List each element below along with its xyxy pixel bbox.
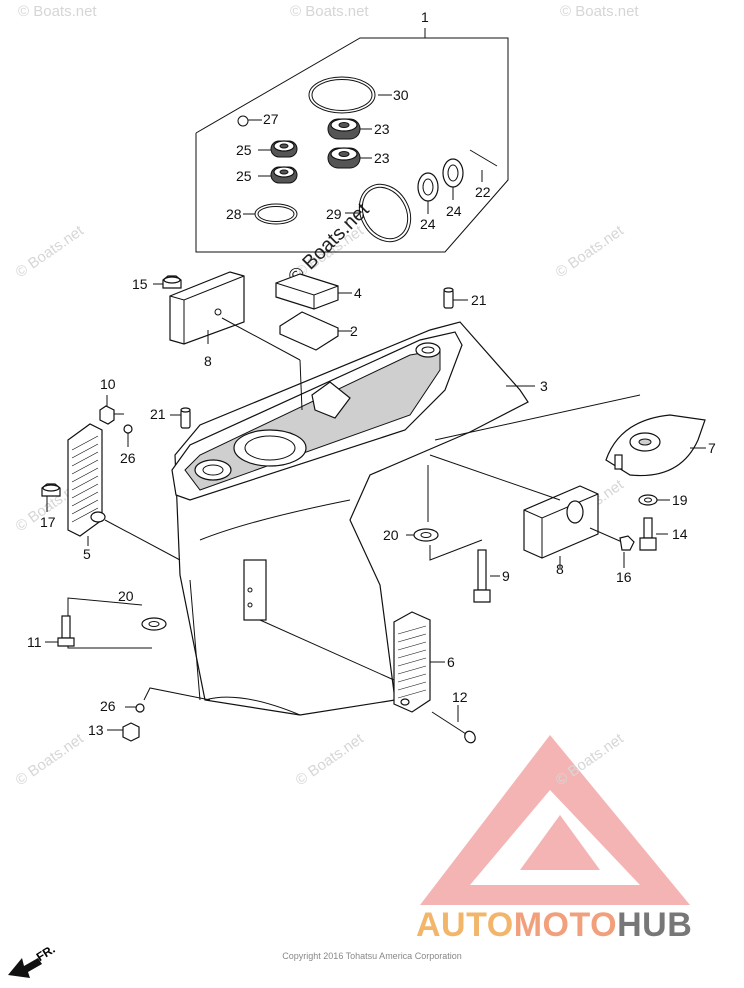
callout-14: 14	[672, 526, 688, 542]
callout-3: 3	[540, 378, 548, 394]
callout-23: 23	[374, 121, 390, 137]
callout-9: 9	[502, 568, 510, 584]
bolt-10	[99, 395, 124, 425]
watermark: © Boats.net	[293, 730, 368, 789]
callout-26: 26	[120, 450, 136, 466]
automotohub-logo-text: AUTOMOTOHUB	[416, 906, 692, 945]
callout-5: 5	[83, 546, 91, 562]
callout-8: 8	[556, 561, 564, 577]
callout-10: 10	[100, 376, 116, 392]
nut-17	[41, 483, 61, 512]
callout-labels: 1 30 27 25 25 23 23 22 24 24 28 29 15 4 …	[27, 9, 716, 738]
callout-27: 27	[263, 111, 279, 127]
callout-24: 24	[420, 216, 436, 232]
watermark: © Boats.net	[290, 3, 369, 20]
callout-29: 29	[326, 206, 342, 222]
copyright-notice: Copyright 2016 Tohatsu America Corporati…	[282, 951, 462, 961]
washer-20-left	[67, 597, 167, 649]
screw-12	[431, 705, 476, 744]
callout-20: 20	[383, 527, 399, 543]
callout-1: 1	[421, 9, 429, 25]
oil-seal-24-a	[417, 172, 439, 214]
anode-8-right	[523, 485, 599, 568]
callout-25: 25	[236, 168, 252, 184]
dowel-pin-21-left	[170, 407, 191, 429]
leader-lines	[299, 359, 641, 522]
callout-25: 25	[236, 142, 252, 158]
callout-19: 19	[672, 492, 688, 508]
callout-28: 28	[226, 206, 242, 222]
watermark: © Boats.net	[560, 3, 639, 20]
oil-seal-24-b	[442, 158, 464, 200]
watermark: © Boats.net	[13, 730, 88, 789]
bolt-9	[473, 549, 500, 603]
washer-27	[237, 115, 262, 127]
callout-17: 17	[40, 514, 56, 530]
callout-8: 8	[204, 353, 212, 369]
o-ring-30	[308, 76, 392, 114]
pin-22	[469, 149, 498, 182]
callout-2: 2	[350, 323, 358, 339]
callout-4: 4	[354, 285, 362, 301]
bearing-25-lower	[258, 166, 298, 184]
bolt-16	[589, 527, 635, 568]
anode-8-upper	[169, 271, 301, 361]
washer-19	[638, 494, 670, 506]
automotohub-logo-mark	[420, 735, 690, 905]
bearing-23-upper	[327, 118, 372, 140]
callout-15: 15	[132, 276, 148, 292]
watermark: © Boats.net	[13, 222, 88, 281]
front-direction-arrow	[8, 958, 42, 978]
callout-7: 7	[708, 440, 716, 456]
callout-30: 30	[393, 87, 409, 103]
watermark: © Boats.net	[553, 222, 628, 281]
plate-2	[279, 311, 352, 351]
callout-21: 21	[471, 292, 487, 308]
bearing-23-lower	[327, 147, 372, 169]
logo-text-auto: AUTO	[416, 906, 514, 944]
o-ring-29	[345, 183, 412, 243]
callout-22: 22	[475, 184, 491, 200]
kit-box-outline	[195, 28, 509, 253]
block-4	[275, 273, 352, 310]
callout-20: 20	[118, 588, 134, 604]
callout-26: 26	[100, 698, 116, 714]
trim-tab-7	[605, 414, 706, 477]
gear-case-3	[171, 321, 535, 716]
callout-21: 21	[150, 406, 166, 422]
callout-12: 12	[452, 689, 468, 705]
bolt-11	[45, 615, 75, 647]
logo-text-hub: HUB	[617, 906, 693, 944]
logo-text-moto: MOTO	[513, 906, 618, 944]
bearing-25-upper	[258, 140, 298, 158]
callout-11: 11	[27, 634, 42, 650]
water-strainer-6	[259, 611, 445, 713]
callout-24: 24	[446, 203, 462, 219]
dowel-pin-21-right	[443, 287, 468, 309]
callout-13: 13	[88, 722, 104, 738]
bolt-13	[107, 722, 140, 742]
washer-26-upper	[123, 424, 133, 447]
watermark: © Boats.net	[18, 3, 97, 20]
o-ring-28	[243, 203, 298, 225]
bolt-14	[639, 517, 668, 551]
callout-6: 6	[447, 654, 455, 670]
washer-20-right	[406, 528, 483, 561]
callout-16: 16	[616, 569, 632, 585]
nut-15	[153, 275, 182, 289]
callout-23: 23	[374, 150, 390, 166]
side-cover-5	[67, 423, 181, 561]
washer-26-lower	[125, 687, 211, 713]
